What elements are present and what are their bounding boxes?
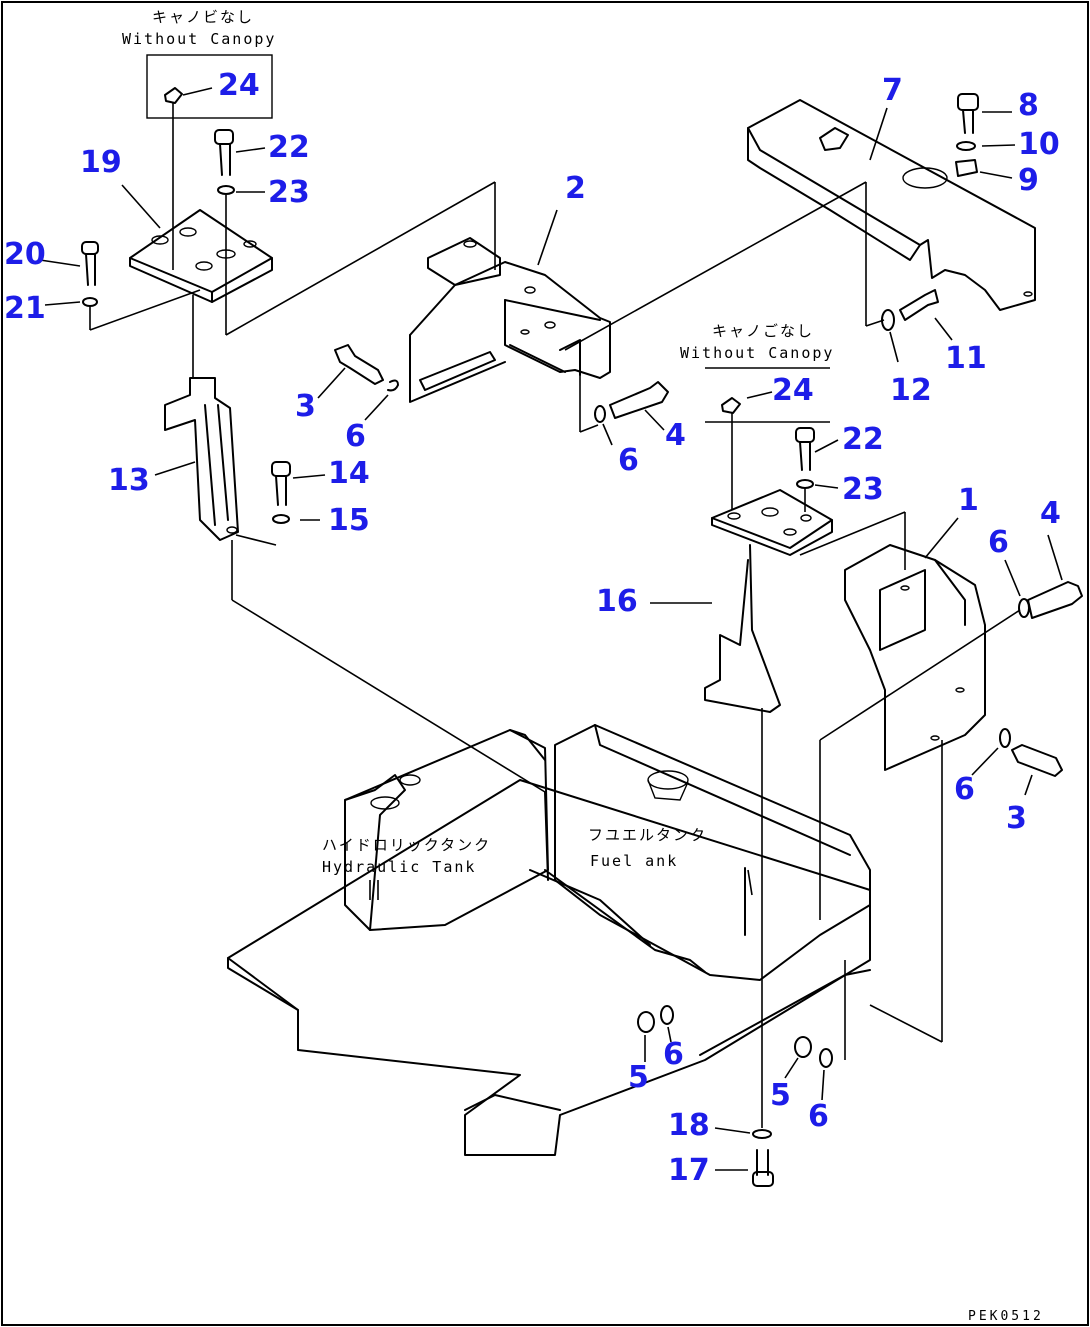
callout-3: 3 [295,389,316,424]
callout-22: 22 [268,130,310,165]
part-16-plate [704,489,833,713]
callout-14: 14 [328,456,370,491]
callout-11: 11 [945,341,987,376]
without-canopy-jp-label-2: キャノごなし [712,322,814,340]
callout-24: 24 [218,68,260,103]
without-canopy-jp-label-1: キャノビなし [152,8,254,26]
hydraulic-tank-en-label: Hydraulic Tank [322,858,476,876]
part-1-bracket [844,544,986,771]
callout-8: 8 [1018,88,1039,123]
callout-19: 19 [80,145,122,180]
callout-4: 4 [1040,496,1061,531]
without-canopy-en-label-2: Without Canopy [680,344,834,362]
callout-3: 3 [1006,801,1027,836]
fuel-tank-jp-label: フユエルタンク [588,826,707,844]
hydraulic-tank-jp-label: ハイドロリックタンク [322,836,491,854]
callout-20: 20 [4,237,46,272]
callout-10: 10 [1018,127,1060,162]
callout-2: 2 [565,171,586,206]
tank-frame-assembly [227,724,871,1156]
part-2-bracket [409,237,611,403]
callout-numbers: 24 22 23 19 20 21 13 14 15 3 6 2 6 4 7 8… [4,68,1061,1188]
callout-7: 7 [882,73,903,108]
callout-16: 16 [596,584,638,619]
callout-13: 13 [108,463,150,498]
callout-6: 6 [988,525,1009,560]
without-canopy-box [146,54,273,119]
callout-24: 24 [772,373,814,408]
callout-6: 6 [345,419,366,454]
part-7-rail [747,99,1036,311]
callout-23: 23 [842,472,884,507]
callout-6: 6 [808,1099,829,1134]
callout-12: 12 [890,373,932,408]
hardware-fasteners [81,87,1083,1187]
callout-1: 1 [958,483,979,518]
callout-22: 22 [842,422,884,457]
callout-17: 17 [668,1153,710,1188]
callout-15: 15 [328,503,370,538]
callout-6: 6 [954,772,975,807]
callout-18: 18 [668,1108,710,1143]
callout-6: 6 [663,1037,684,1072]
callout-5: 5 [770,1078,791,1113]
callout-5: 5 [628,1060,649,1095]
fuel-tank-en-label: Fuel ank [590,852,678,870]
part-13-bracket [164,377,239,541]
callout-21: 21 [4,291,46,326]
without-canopy-en-label-1: Without Canopy [122,30,276,48]
callout-4: 4 [665,418,686,453]
callout-23: 23 [268,175,310,210]
connection-lines [39,87,1063,1171]
drawing-code: PEK0512 [968,1309,1044,1324]
part-19-plate [129,209,273,303]
callout-9: 9 [1018,163,1039,198]
callout-6: 6 [618,443,639,478]
